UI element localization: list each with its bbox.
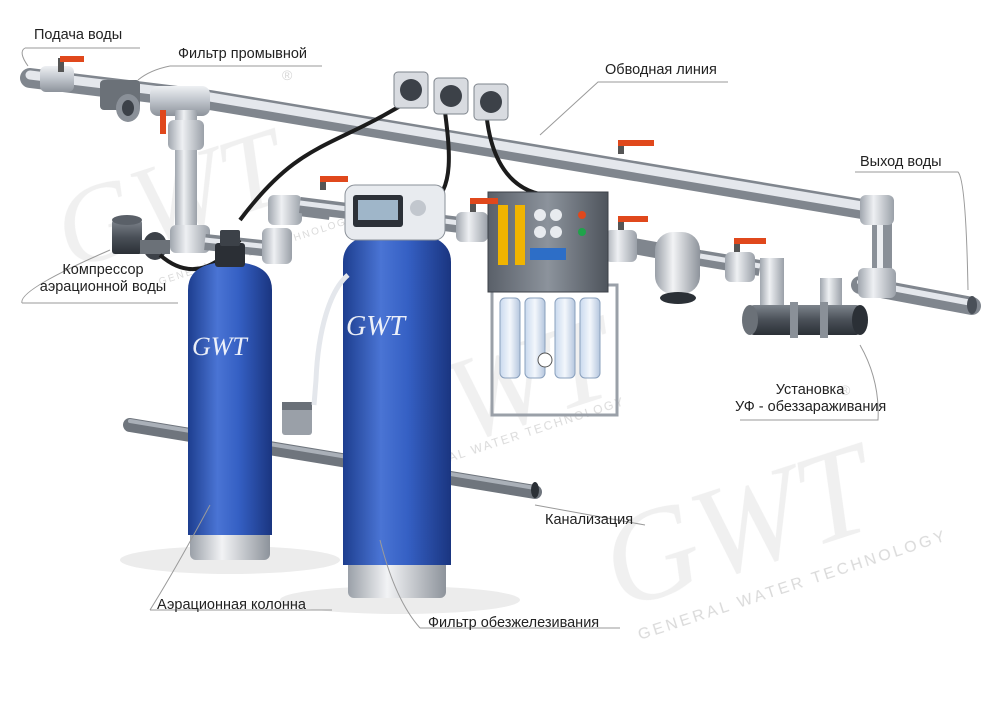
pressure-tank	[655, 232, 700, 304]
inlet-fittings	[40, 66, 210, 122]
control-valve-head	[344, 184, 446, 241]
iron-removal-filter: GWT	[311, 184, 451, 598]
ball-valve-icon	[618, 216, 648, 230]
power-socket-icon	[433, 77, 469, 115]
label-uv-line2: УФ - обеззараживания	[735, 399, 887, 415]
ball-valve-icon	[58, 56, 84, 72]
label-bypass-line: Обводная линия	[605, 62, 717, 78]
aeration-compressor	[112, 215, 170, 260]
label-water-inlet: Подача воды	[34, 27, 123, 43]
ball-valve-icon	[734, 238, 766, 252]
valves	[58, 56, 766, 252]
aeration-column: GWT	[188, 230, 272, 560]
label-backwash-filter: Фильтр промывной	[178, 46, 307, 62]
ball-valve-icon	[618, 140, 654, 154]
label-sewage: Канализация	[545, 512, 634, 528]
label-uv-line1: Установка	[775, 382, 845, 398]
uv-disinfection-unit	[742, 302, 868, 338]
label-aeration-column: Аэрационная колонна	[157, 597, 306, 613]
ball-valve-icon	[320, 176, 348, 190]
registered-mark: ®	[282, 67, 293, 83]
registered-mark: ®	[840, 382, 851, 398]
power-socket-icon	[473, 83, 509, 121]
leader-lines	[21, 47, 969, 629]
ball-valve-icon	[470, 198, 498, 212]
ball-valve-icon	[160, 110, 166, 134]
tank-logo: GWT	[346, 311, 408, 342]
tank-logo: GWT	[192, 332, 248, 361]
filter-cartridges	[499, 297, 601, 379]
reverse-osmosis-unit	[487, 191, 619, 417]
floor-shadow	[280, 586, 520, 614]
power-socket-icon	[393, 71, 429, 109]
label-compressor: Компрессор аэрационной воды	[28, 262, 178, 296]
label-water-outlet: Выход воды	[860, 154, 942, 170]
label-uv-unit: Установка УФ - обеззараживания	[735, 382, 887, 416]
label-compressor-line2: аэрационной воды	[39, 279, 167, 295]
power-sockets	[393, 71, 509, 121]
label-iron-removal-filter: Фильтр обезжелезивания	[428, 615, 600, 631]
pressure-gauge-icon	[534, 209, 562, 238]
label-compressor-line1: Компрессор	[62, 262, 144, 278]
